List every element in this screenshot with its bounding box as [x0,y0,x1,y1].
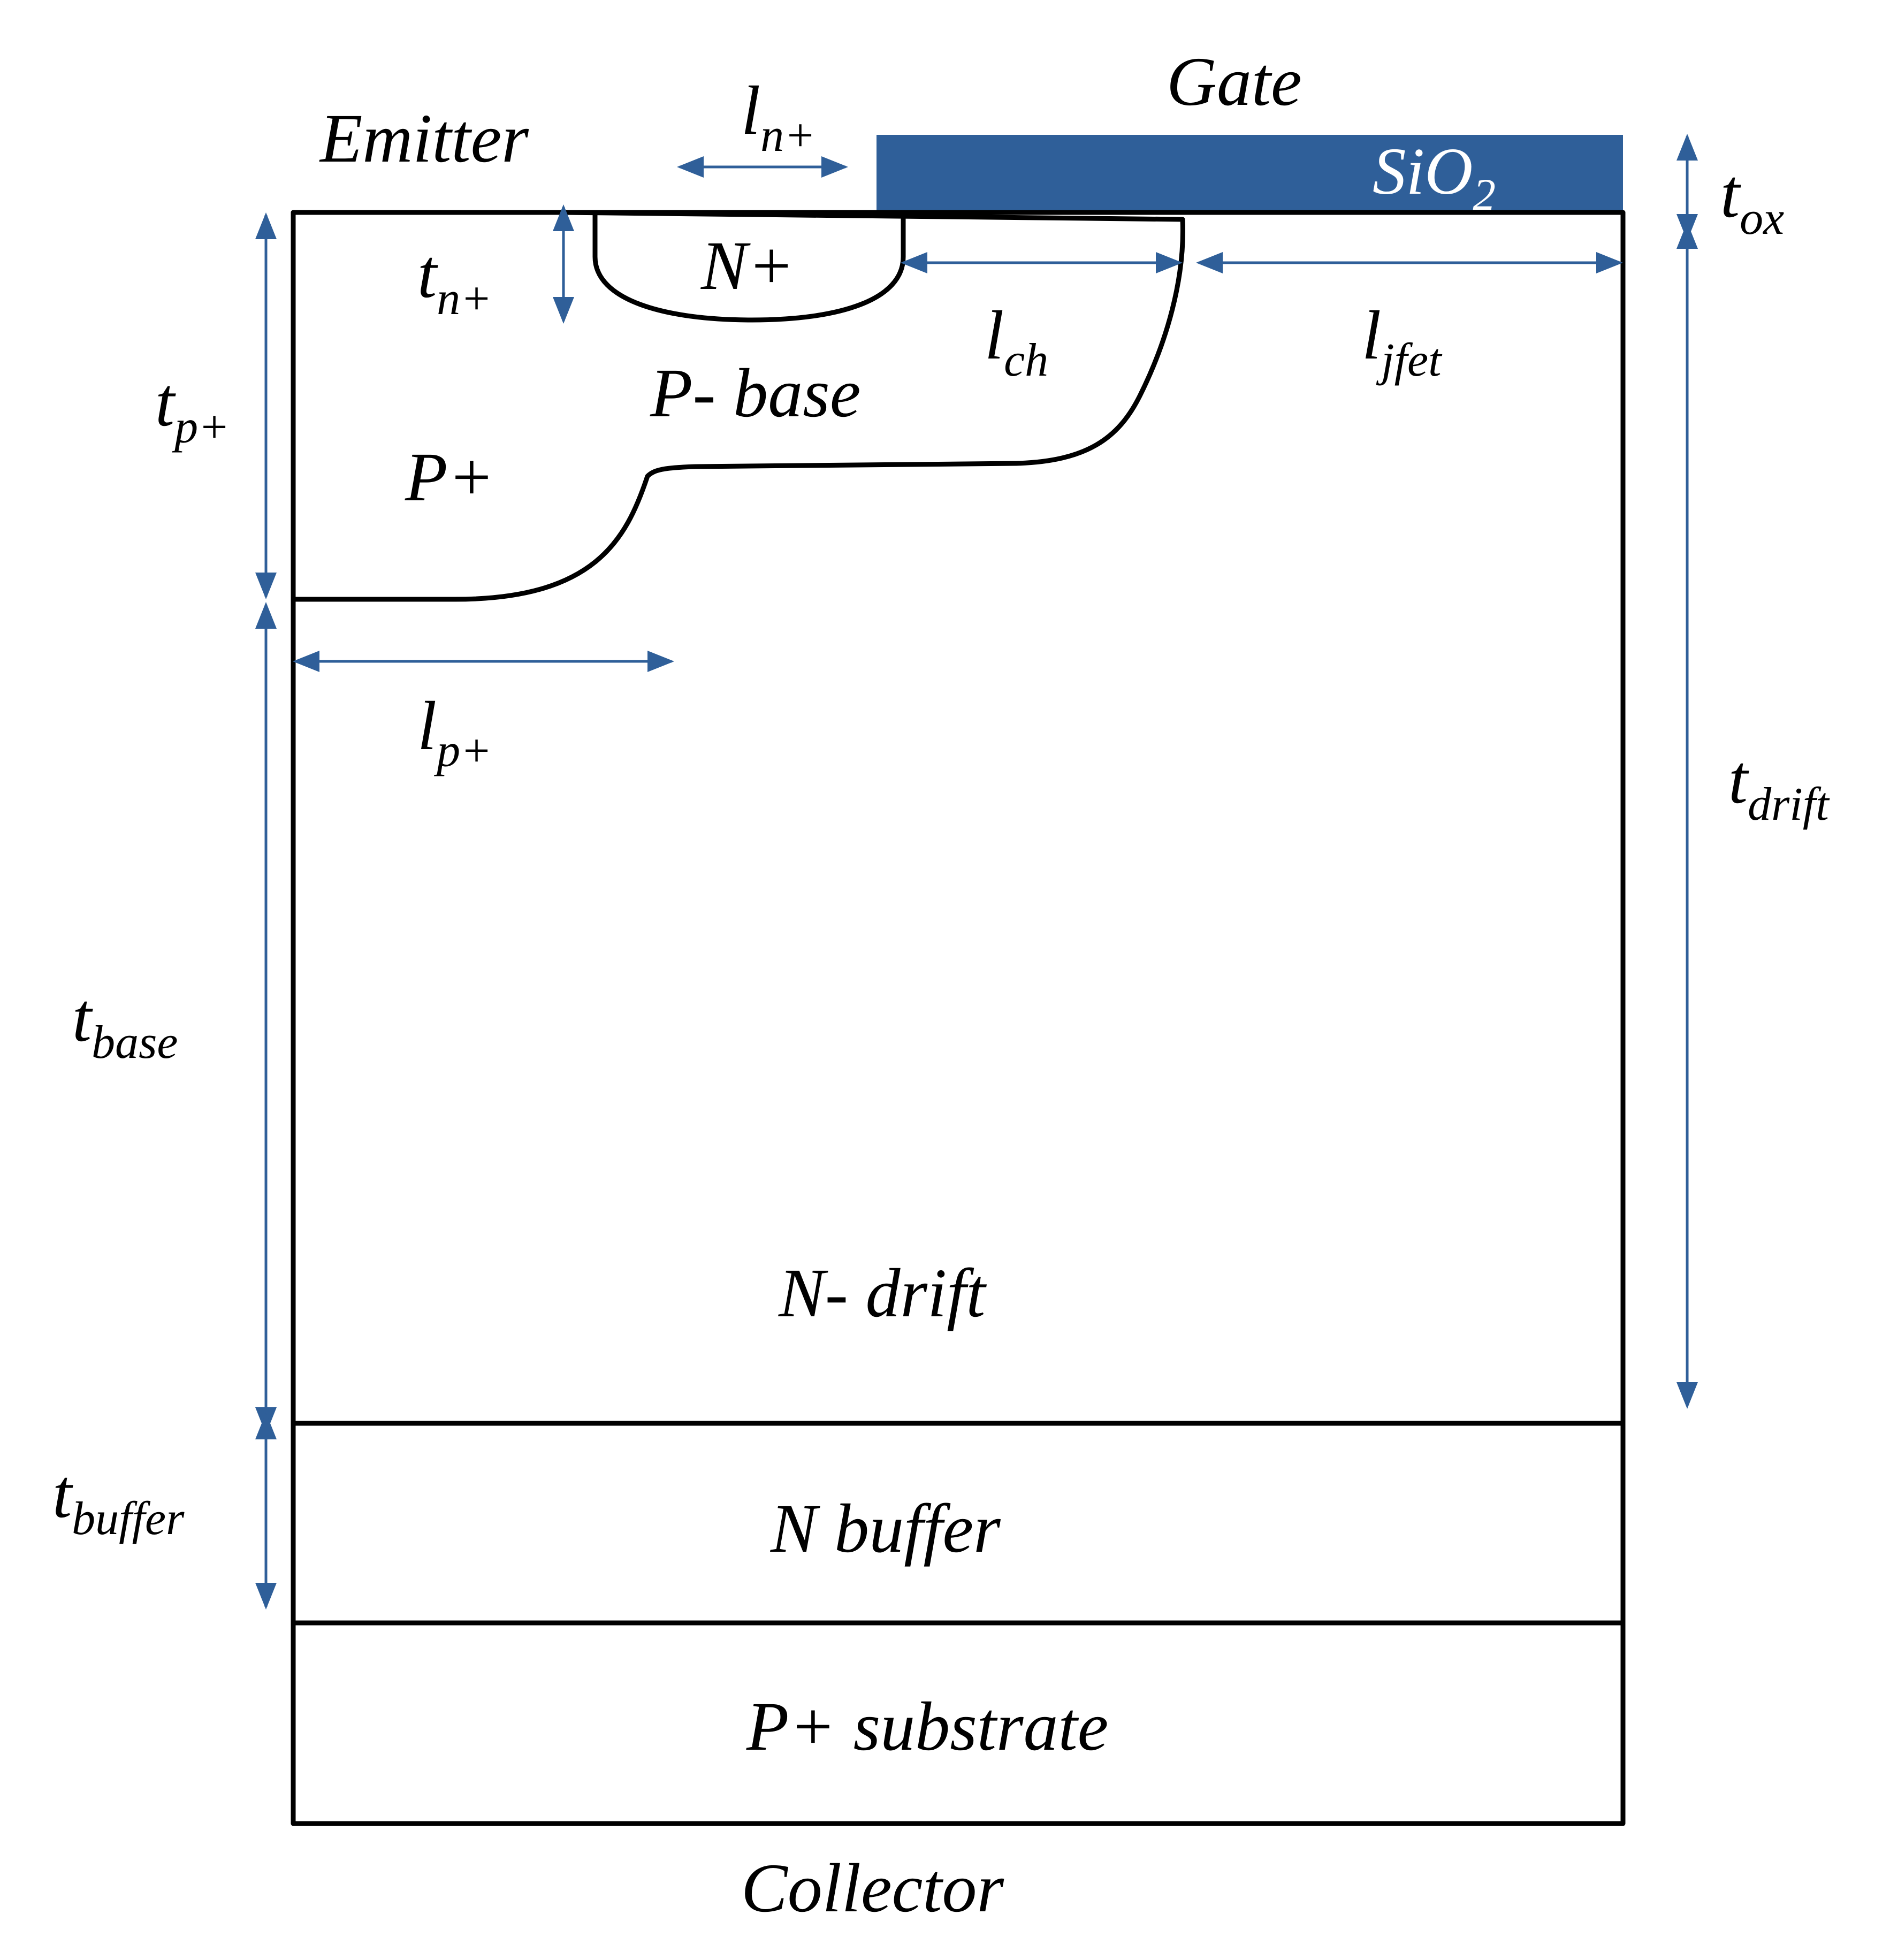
p-substrate-region-label: P+ substrate [746,1688,1108,1765]
l-pplus-label: lp+ [417,688,492,777]
n-drift-region-label: N- drift [778,1255,987,1332]
l-nplus-label: ln+ [741,72,816,162]
p-region-boundary [293,210,1185,602]
gate-oxide-layer [877,135,1623,210]
p-plus-region-label: P+ [405,439,494,516]
n-plus-well-boundary [592,212,906,323]
l-ch-label: lch [985,297,1048,386]
collector-label: Collector [741,1850,1004,1927]
n-buffer-region-label: N buffer [770,1490,1001,1567]
t-buffer-label: tbuffer [52,1455,185,1545]
n-plus-region-label: N+ [700,227,794,304]
t-base-label: tbase [72,979,178,1069]
t-pplus-label: tp+ [155,364,230,453]
p-base-region-label: P- base [650,355,861,432]
device-outline [291,210,1626,1826]
t-ox-label: tox [1720,155,1784,245]
t-drift-label: tdrift [1728,741,1830,830]
oxide-label: SiO2 [1373,135,1496,220]
l-jfet-label: ljfet [1362,297,1443,386]
t-nplus-label: tn+ [417,235,492,325]
emitter-label: Emitter [319,100,529,177]
gate-label: Gate [1167,43,1302,120]
